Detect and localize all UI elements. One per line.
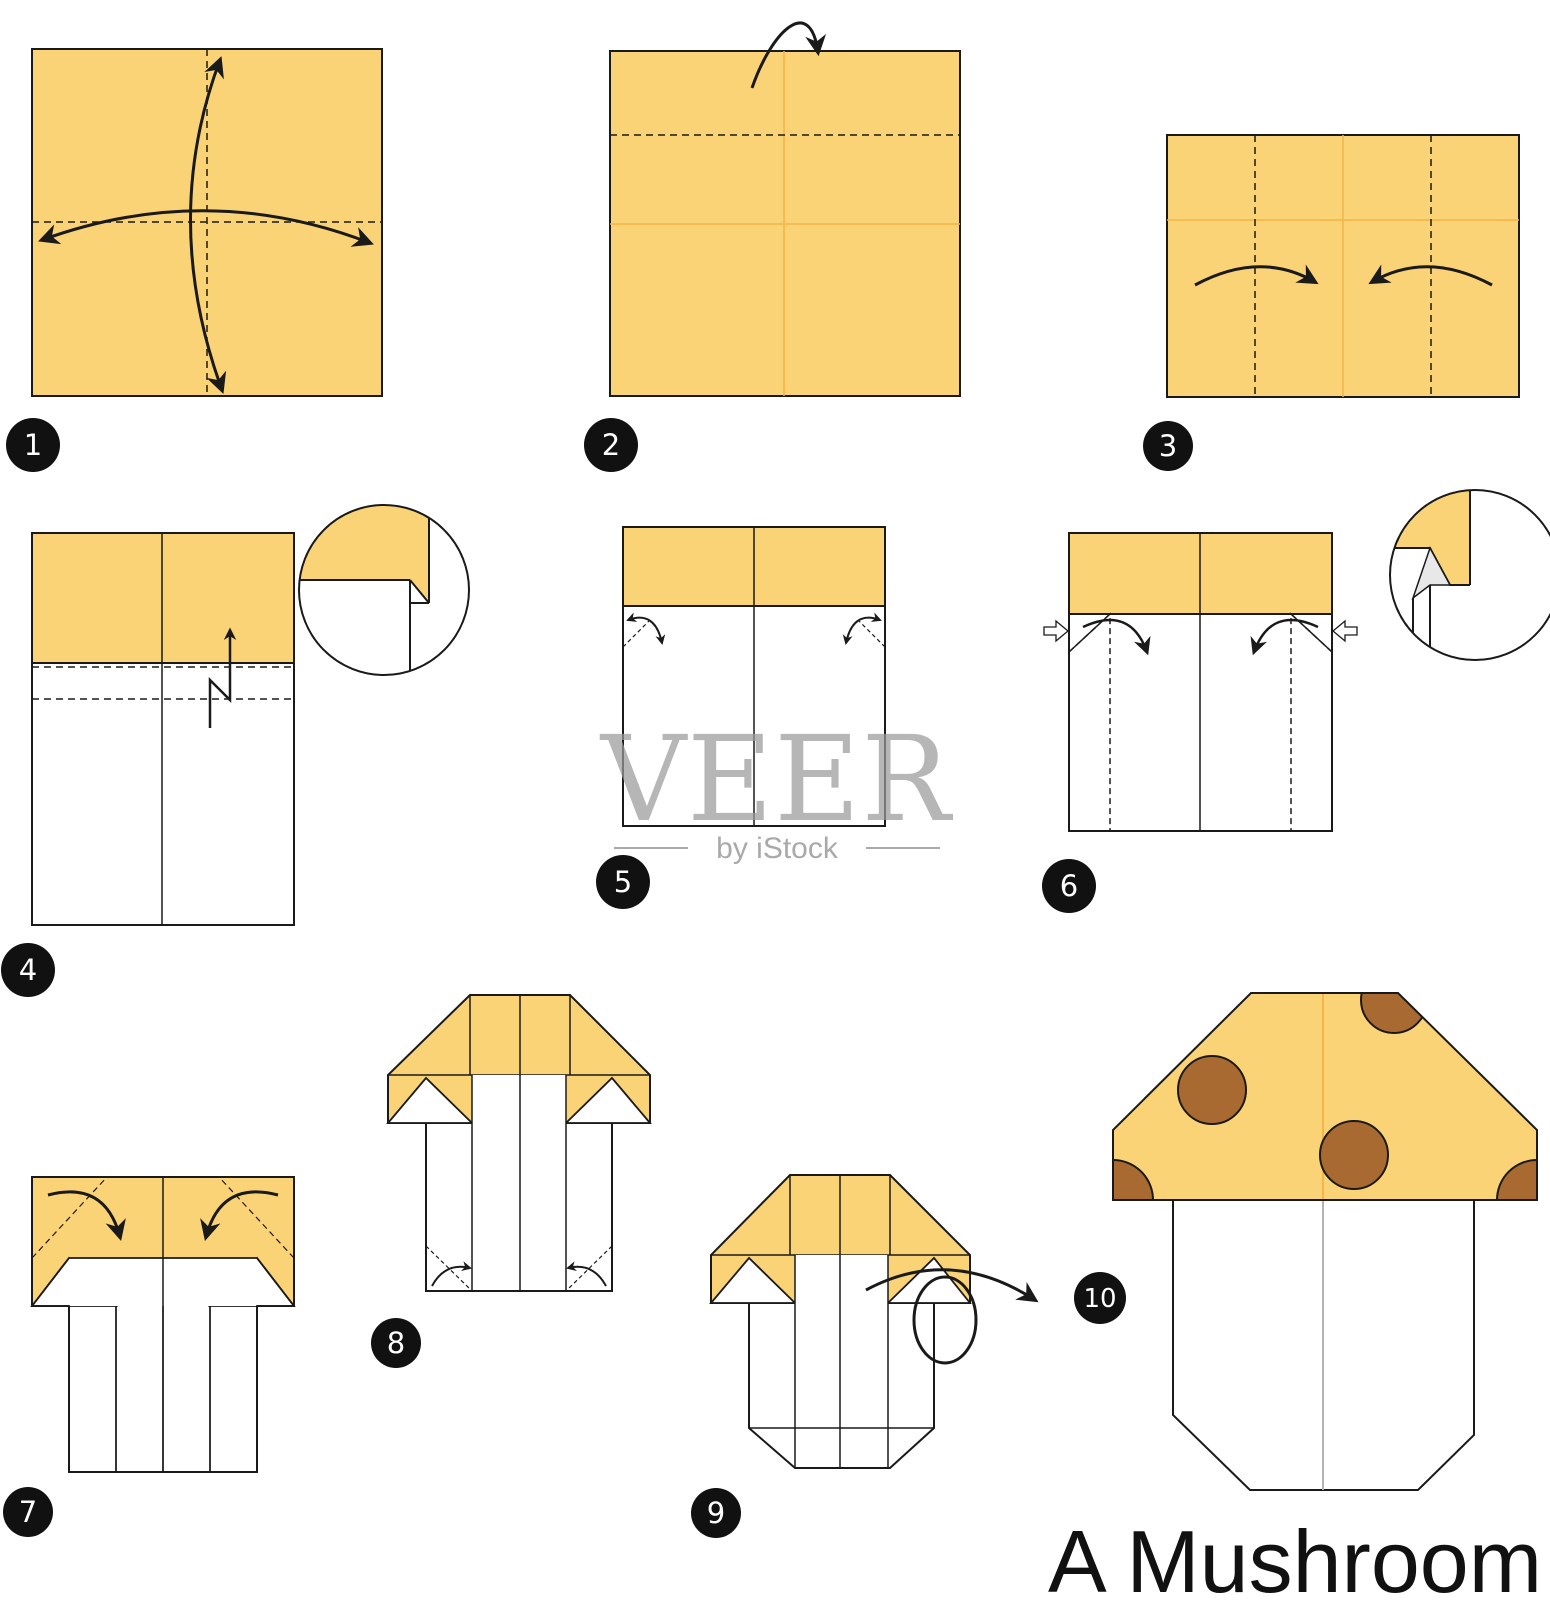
step-4-diagram: [31, 504, 470, 926]
step-badge-4: 4: [1, 943, 55, 997]
veer-watermark: VEER by iStock: [599, 710, 953, 865]
step-6-diagram: [1043, 489, 1550, 832]
step-2-diagram: [609, 21, 961, 397]
step-number-5: 5: [614, 865, 632, 899]
step-number-10: 10: [1083, 1284, 1116, 1314]
step-number-2: 2: [602, 428, 620, 462]
step-1-diagram: [31, 48, 383, 397]
step-badge-1: 1: [6, 418, 60, 472]
step-number-3: 3: [1159, 429, 1177, 463]
step-5-diagram: [622, 526, 886, 827]
step-3-diagram: [1166, 134, 1520, 398]
step-badge-5: 5: [596, 855, 650, 909]
step-badge-9: 9: [691, 1488, 741, 1538]
watermark-brand: VEER: [599, 710, 953, 848]
step-7-diagram: [30, 1176, 296, 1473]
step-badge-2: 2: [584, 418, 638, 472]
step-10-diagram: [1112, 992, 1538, 1491]
step-badge-3: 3: [1143, 421, 1193, 471]
step-badge-10: 10: [1074, 1272, 1126, 1324]
step-number-6: 6: [1060, 869, 1078, 903]
step-number-8: 8: [387, 1326, 405, 1360]
step-badge-8: 8: [371, 1318, 421, 1368]
watermark-sub: by iStock: [716, 832, 839, 865]
step-9-diagram: [709, 1174, 1039, 1469]
step-badge-6: 6: [1042, 859, 1096, 913]
step-number-7: 7: [19, 1495, 37, 1529]
step-badge-7: 7: [3, 1487, 53, 1537]
step-number-9: 9: [707, 1496, 725, 1530]
diagram-title: A Mushroom: [1048, 1512, 1542, 1600]
step-number-4: 4: [19, 953, 37, 987]
step-number-1: 1: [24, 428, 42, 462]
step-8-diagram: [386, 994, 652, 1292]
